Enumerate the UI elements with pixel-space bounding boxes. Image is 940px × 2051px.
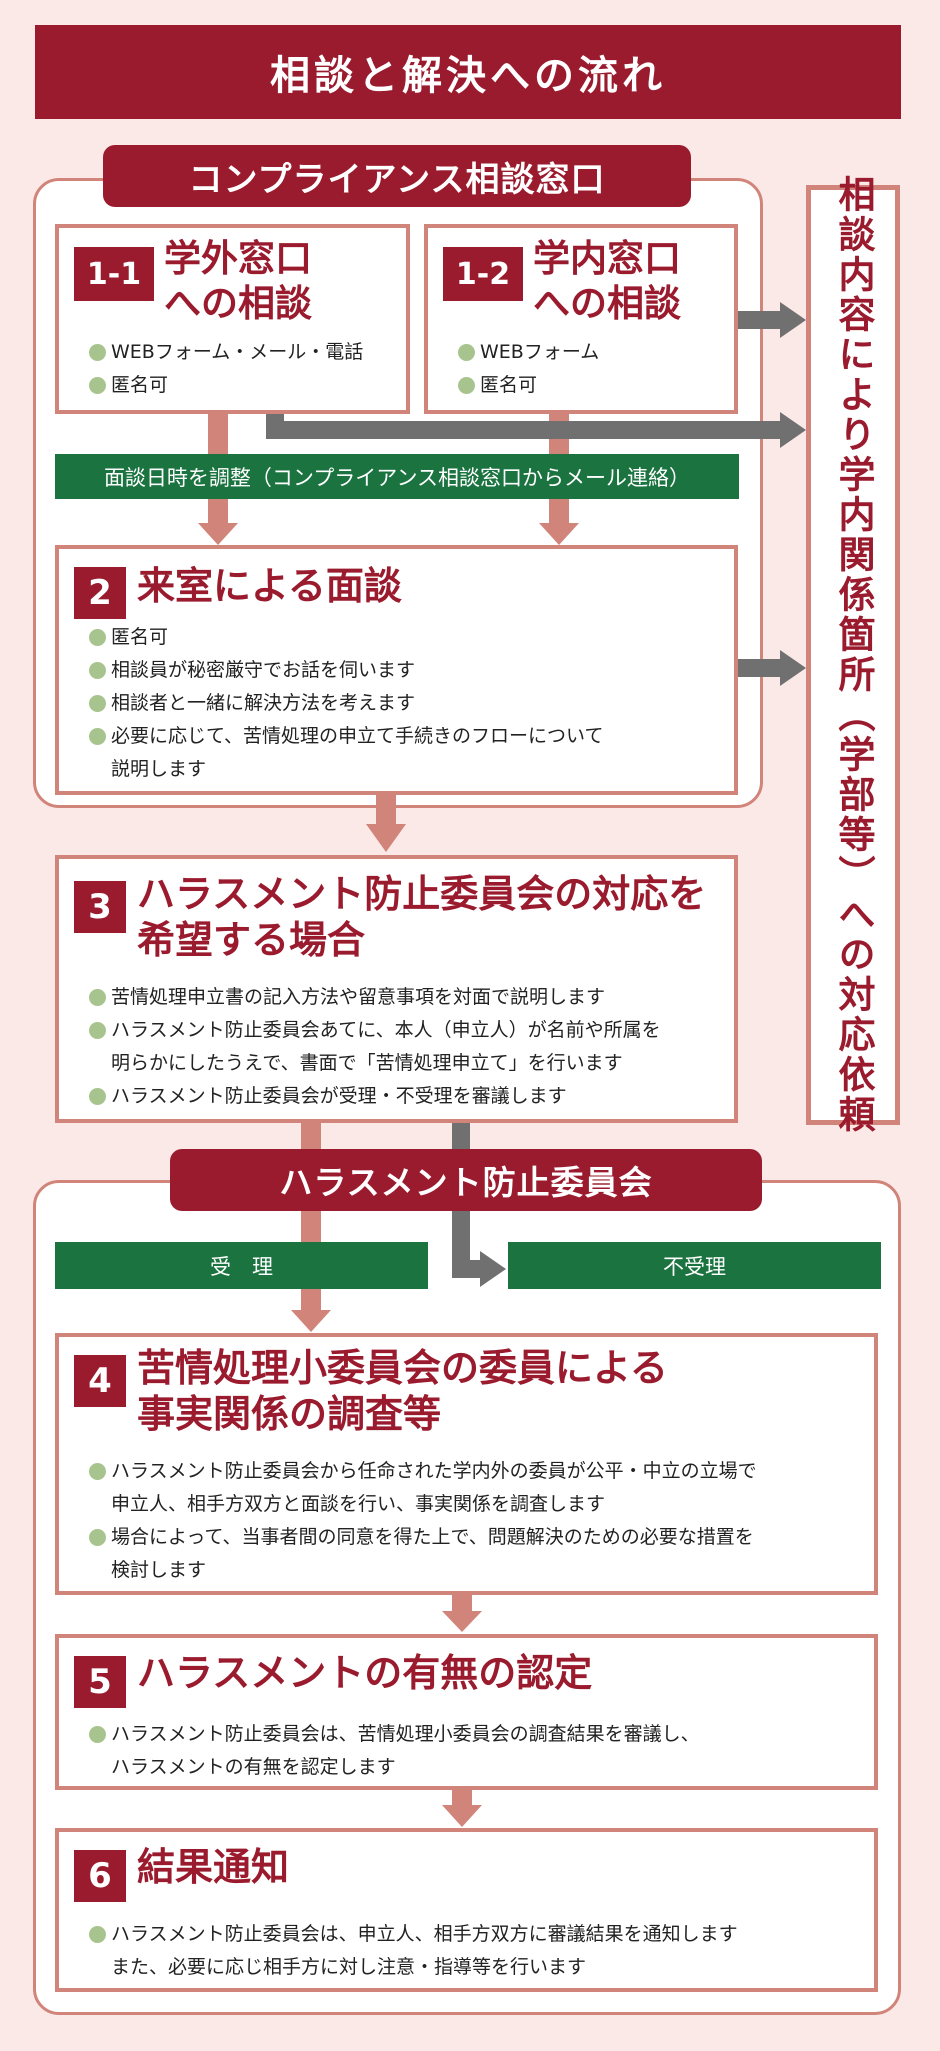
arrow-2-to-3-head: [366, 824, 406, 852]
committee-label: ハラスメント防止委員会: [170, 1149, 762, 1211]
list-item: ハラスメント防止委員会は、苦情処理小委員会の調査結果を審議し、 ハラスメントの有…: [87, 1718, 700, 1784]
side-referral-note: 相談内容により学内関係箇所（学部等）への対応依頼: [806, 175, 900, 1135]
step-2-bullets: 匿名可 相談員が秘密厳守でお話を伺います 相談者と一緒に解決方法を考えます 必要…: [87, 621, 603, 786]
list-item: ハラスメント防止委員会は、申立人、相手方双方に審議結果を通知します また、必要に…: [87, 1918, 738, 1984]
page-title: 相談と解決への流れ: [35, 25, 901, 119]
step-6-badge: 6: [74, 1850, 126, 1902]
list-item: 場合によって、当事者間の同意を得た上で、問題解決のための必要な措置を 検討します: [87, 1521, 757, 1587]
step-1-1-box: 1-1 学外窓口 への相談 WEBフォーム・メール・電話 匿名可: [55, 224, 410, 414]
arrow-1-2-to-side-head: [780, 302, 806, 338]
step-6-box: 6 結果通知 ハラスメント防止委員会は、申立人、相手方双方に審議結果を通知します…: [55, 1828, 878, 1992]
step-2-box: 2 来室による面談 匿名可 相談員が秘密厳守でお話を伺います 相談者と一緒に解決…: [55, 545, 738, 795]
step-1-1-badge: 1-1: [74, 247, 154, 301]
step-1-1-title: 学外窓口 への相談: [164, 237, 312, 326]
step-4-box: 4 苦情処理小委員会の委員による 事実関係の調査等 ハラスメント防止委員会から任…: [55, 1333, 878, 1595]
step-1-2-badge: 1-2: [443, 247, 523, 301]
step-5-badge: 5: [74, 1656, 126, 1708]
reject-label: 不受理: [508, 1242, 881, 1289]
list-item: 苦情処理申立書の記入方法や留意事項を対面で説明します: [87, 981, 661, 1014]
list-item: 必要に応じて、苦情処理の申立て手続きのフローについて 説明します: [87, 720, 603, 786]
list-item: 相談員が秘密厳守でお話を伺います: [87, 654, 603, 687]
step-1-1-bullets: WEBフォーム・メール・電話 匿名可: [87, 336, 363, 402]
schedule-note: 面談日時を調整（コンプライアンス相談窓口からメール連絡）: [55, 454, 739, 499]
step-6-title: 結果通知: [137, 1845, 290, 1889]
step-5-box: 5 ハラスメントの有無の認定 ハラスメント防止委員会は、苦情処理小委員会の調査結…: [55, 1634, 878, 1790]
step-1-2-box: 1-2 学内窓口 への相談 WEBフォーム 匿名可: [424, 224, 738, 414]
step-3-box: 3 ハラスメント防止委員会の対応を 希望する場合 苦情処理申立書の記入方法や留意…: [55, 855, 738, 1123]
list-item: 匿名可: [87, 621, 603, 654]
list-item: ハラスメント防止委員会から任命された学内外の委員が公平・中立の立場で 申立人、相…: [87, 1455, 757, 1521]
list-item: WEBフォーム: [456, 336, 599, 369]
step-4-badge: 4: [74, 1355, 126, 1407]
consultation-window-label: コンプライアンス相談窓口: [103, 145, 691, 207]
step-5-title: ハラスメントの有無の認定: [137, 1651, 593, 1695]
step-1-2-bullets: WEBフォーム 匿名可: [456, 336, 599, 402]
list-item: ハラスメント防止委員会あてに、本人（申立人）が名前や所属を 明らかにしたうえで、…: [87, 1014, 661, 1080]
step-3-badge: 3: [74, 881, 126, 933]
arrow-1-1-to-side-head: [780, 412, 806, 448]
step-5-bullets: ハラスメント防止委員会は、苦情処理小委員会の調査結果を審議し、 ハラスメントの有…: [87, 1718, 700, 1784]
step-2-badge: 2: [74, 567, 126, 619]
accept-label: 受 理: [55, 1242, 428, 1289]
step-3-bullets: 苦情処理申立書の記入方法や留意事項を対面で説明します ハラスメント防止委員会あて…: [87, 981, 661, 1113]
step-3-title: ハラスメント防止委員会の対応を 希望する場合: [137, 872, 707, 963]
step-2-title: 来室による面談: [137, 564, 402, 608]
list-item: 相談者と一緒に解決方法を考えます: [87, 687, 603, 720]
step-4-bullets: ハラスメント防止委員会から任命された学内外の委員が公平・中立の立場で 申立人、相…: [87, 1455, 757, 1587]
arrow-2-to-side-head: [780, 650, 806, 686]
list-item: 匿名可: [456, 369, 599, 402]
list-item: 匿名可: [87, 369, 363, 402]
list-item: WEBフォーム・メール・電話: [87, 336, 363, 369]
step-4-title: 苦情処理小委員会の委員による 事実関係の調査等: [137, 1346, 668, 1437]
step-6-bullets: ハラスメント防止委員会は、申立人、相手方双方に審議結果を通知します また、必要に…: [87, 1918, 738, 1984]
list-item: ハラスメント防止委員会が受理・不受理を審議します: [87, 1080, 661, 1113]
step-1-2-title: 学内窓口 への相談: [533, 237, 681, 326]
